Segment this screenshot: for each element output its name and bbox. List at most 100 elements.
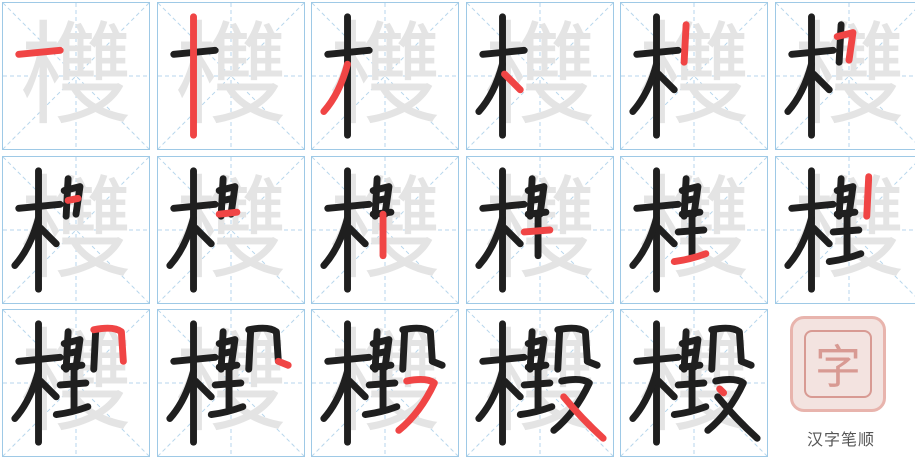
previous-stroke	[784, 214, 815, 269]
previous-stroke	[207, 403, 247, 419]
current-stroke	[215, 208, 241, 218]
guide-grid	[158, 157, 304, 303]
current-stroke	[64, 194, 82, 204]
previous-stroke	[219, 194, 237, 204]
stroke-step-cell: 欆	[775, 156, 915, 304]
previous-stroke	[550, 376, 593, 434]
previous-stroke	[11, 214, 42, 269]
guide-grid	[776, 3, 915, 149]
previous-stroke	[629, 60, 660, 115]
previous-stroke	[583, 357, 601, 369]
previous-stroke	[373, 194, 391, 204]
previous-stroke	[655, 377, 678, 401]
stroke-drawing	[629, 167, 710, 293]
stroke-step-cell: 欆	[620, 309, 768, 457]
stroke-step-cell: 欆	[2, 156, 150, 304]
stroke-drawing	[475, 320, 607, 446]
previous-stroke	[682, 194, 700, 204]
seal-glyph: 字	[804, 330, 872, 398]
stroke-drawing	[11, 320, 127, 446]
previous-stroke	[629, 214, 660, 269]
previous-stroke	[670, 403, 710, 419]
previous-stroke	[810, 224, 833, 248]
brand-label: 汉字笔顺	[806, 430, 875, 449]
stroke-step-cell: 欆	[466, 156, 614, 304]
previous-stroke	[166, 214, 197, 269]
previous-stroke	[554, 324, 591, 365]
previous-stroke	[501, 224, 524, 248]
stroke-drawing	[475, 13, 528, 139]
previous-stroke	[346, 377, 369, 401]
stroke-drawing	[320, 320, 446, 446]
previous-stroke	[211, 379, 245, 389]
previous-stroke	[835, 21, 845, 66]
previous-stroke	[369, 336, 393, 371]
previous-stroke	[90, 326, 100, 373]
previous-stroke	[428, 357, 446, 369]
stroke-drawing	[629, 13, 690, 139]
stroke-drawing	[170, 13, 219, 139]
stroke-drawing	[784, 167, 873, 293]
previous-stroke	[554, 326, 564, 373]
stroke-drawing	[629, 320, 761, 446]
guide-grid	[467, 3, 613, 149]
previous-stroke	[678, 183, 702, 218]
previous-stroke	[708, 324, 745, 365]
previous-stroke	[37, 224, 60, 248]
previous-stroke	[192, 224, 215, 248]
previous-stroke	[192, 377, 215, 401]
previous-stroke	[655, 224, 678, 248]
previous-stroke	[11, 367, 42, 422]
previous-stroke	[399, 326, 409, 373]
stroke-step-cell: 欆	[620, 2, 768, 150]
current-stroke	[320, 60, 351, 115]
previous-stroke	[320, 214, 351, 269]
current-stroke	[670, 250, 710, 266]
previous-stroke	[784, 60, 815, 115]
stroke-step-cell: 欆	[157, 309, 305, 457]
previous-stroke	[245, 326, 255, 373]
stroke-step-cell: 欆	[620, 156, 768, 304]
previous-stroke	[369, 183, 393, 218]
previous-stroke	[245, 324, 282, 365]
previous-stroke	[501, 377, 524, 401]
previous-stroke	[60, 183, 84, 218]
previous-stroke	[475, 214, 506, 269]
previous-stroke	[516, 403, 556, 419]
previous-stroke	[373, 347, 391, 357]
current-stroke	[395, 376, 438, 434]
previous-stroke	[64, 347, 82, 357]
previous-stroke	[655, 70, 678, 94]
previous-stroke	[674, 226, 708, 236]
previous-stroke	[682, 347, 700, 357]
current-stroke	[833, 29, 857, 64]
stroke-step-cell: 欆	[157, 2, 305, 150]
current-stroke	[680, 21, 690, 66]
guide-grid	[158, 3, 304, 149]
stroke-drawing	[166, 320, 292, 446]
guide-grid	[621, 3, 767, 149]
previous-stroke	[837, 194, 855, 204]
stroke-step-cell: 欆	[311, 2, 459, 150]
previous-stroke	[475, 60, 506, 115]
previous-stroke	[52, 403, 92, 419]
previous-stroke	[833, 183, 857, 218]
stroke-drawing	[11, 167, 84, 293]
ghost-character: 欆	[20, 11, 132, 141]
stroke-drawing	[784, 13, 857, 139]
previous-stroke	[475, 367, 506, 422]
previous-stroke	[320, 367, 351, 422]
previous-stroke	[708, 326, 718, 373]
previous-stroke	[56, 379, 90, 389]
previous-stroke	[215, 183, 239, 218]
previous-stroke	[825, 250, 865, 266]
previous-stroke	[399, 324, 436, 365]
current-stroke	[501, 70, 524, 94]
previous-stroke	[704, 376, 747, 434]
current-stroke	[274, 357, 292, 369]
previous-stroke	[215, 336, 239, 371]
previous-stroke	[524, 183, 548, 218]
stroke-step-cell: 欆	[775, 2, 915, 150]
previous-stroke	[528, 194, 546, 204]
